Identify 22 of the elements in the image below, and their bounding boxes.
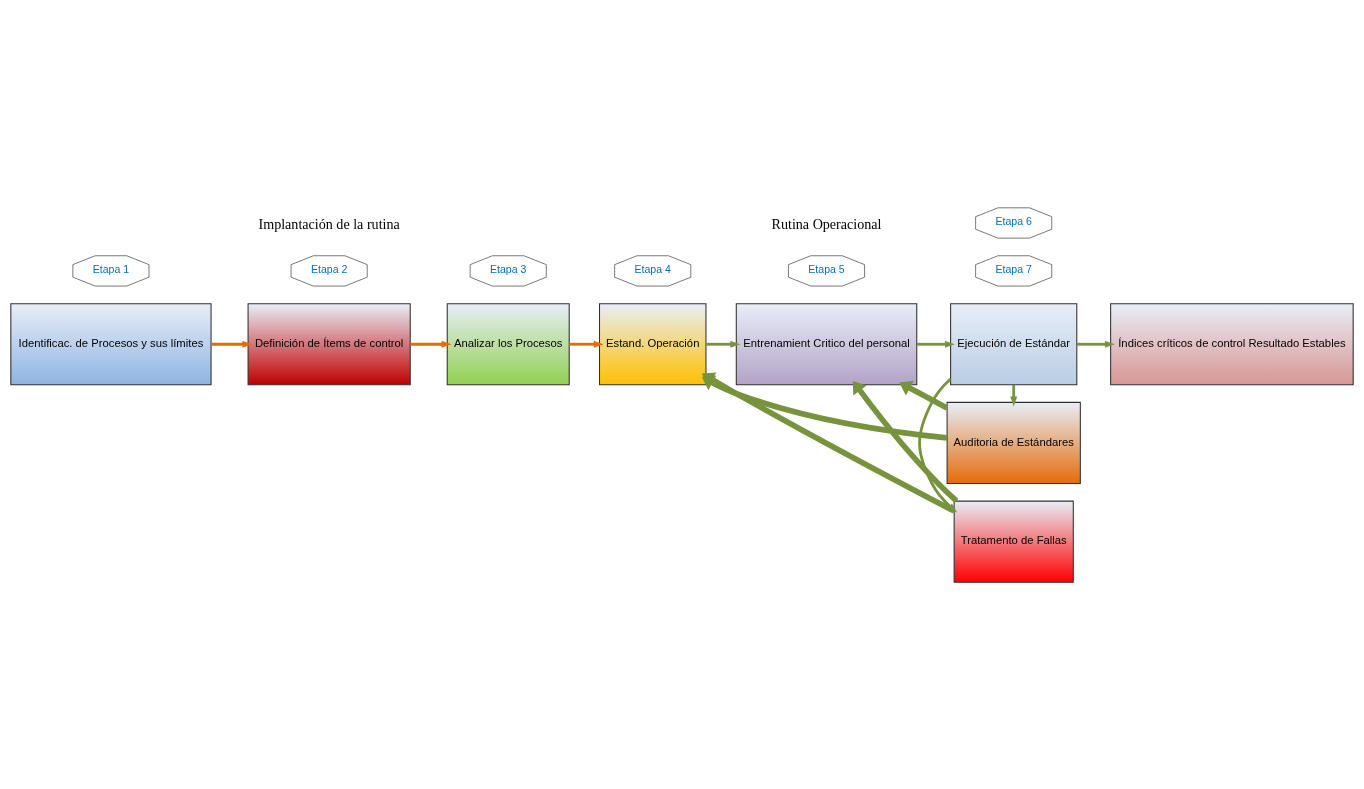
node-box: Identificac. de Procesos y sus límites (10, 302, 212, 385)
arrow (701, 374, 948, 441)
arrow (918, 377, 958, 513)
node-box: Tratamento de Fallas (953, 500, 1074, 583)
label: Rutina Operacional (771, 215, 882, 232)
arrow (706, 340, 741, 348)
node-box: Entrenamient Critico del personal (735, 302, 918, 385)
arrow (899, 380, 949, 410)
node-box: Ejecución de Estándar (950, 302, 1078, 385)
label: Implantación de la rutina (258, 215, 400, 232)
arrow (211, 340, 253, 348)
arrow (916, 340, 955, 348)
arrow (1076, 340, 1115, 348)
node-box: Analizar los Procesos (446, 302, 570, 385)
node-box: Estand. Operación (599, 302, 707, 385)
node-box: Definición de Ítems de control (247, 302, 411, 385)
node-box: Índices críticos de control Resultado Estables (1110, 302, 1354, 385)
node-box: Auditoria de Estándares (946, 401, 1081, 484)
arrow (1010, 384, 1018, 407)
arrow (410, 340, 452, 348)
arrow (569, 340, 604, 348)
arrow (852, 380, 959, 503)
